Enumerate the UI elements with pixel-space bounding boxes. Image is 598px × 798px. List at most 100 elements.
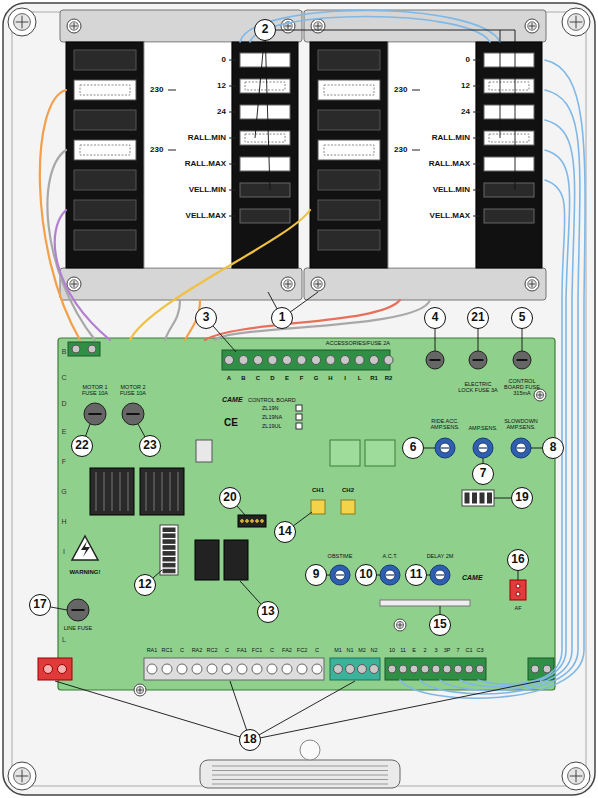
- terminal-pad: [318, 50, 380, 70]
- terminal-screw: [283, 356, 292, 365]
- label-dash: [473, 190, 480, 191]
- terminal-pad: [240, 131, 290, 145]
- board-label: E: [285, 375, 289, 382]
- terminal-pad: [74, 140, 136, 160]
- terminal-screw: [282, 664, 292, 674]
- board-label: ZL19NA: [262, 414, 282, 420]
- fuse-slot: [88, 413, 101, 415]
- heat-sink: [90, 468, 134, 515]
- terminal-label: 12: [461, 82, 470, 91]
- relay: [330, 440, 360, 466]
- board-label: ZL19N: [262, 405, 279, 411]
- board-label: ACCESSORIES/FUSE 2A: [326, 340, 390, 346]
- grid-letter: H: [61, 518, 66, 526]
- callout-number: 15: [429, 614, 451, 636]
- jumper-header: [238, 515, 266, 527]
- terminal-label: 24: [217, 108, 226, 117]
- terminal-label: VELL.MAX: [430, 212, 470, 221]
- terminal-pad-mark: [324, 85, 374, 95]
- terminal-pad-mark: [245, 82, 285, 90]
- label-dash: [473, 164, 480, 165]
- terminal-label: VELL.MIN: [433, 186, 470, 195]
- board-label: R2: [385, 375, 393, 382]
- trimmer: [473, 438, 493, 458]
- brand-mark: CAME: [222, 396, 243, 404]
- header-pin: [261, 520, 264, 523]
- leader-line: [265, 30, 270, 190]
- board-label: E: [412, 647, 416, 653]
- transformer-body: [388, 42, 476, 268]
- terminal-label: 230: [150, 86, 163, 95]
- terminal-screw: [312, 356, 321, 365]
- terminal-screw: [237, 664, 247, 674]
- grid-letter: I: [63, 548, 65, 556]
- board-label: CONTROL BOARD FUSE 315mA: [502, 378, 542, 396]
- terminal-pad: [74, 200, 136, 220]
- trimmer-slot: [336, 574, 344, 575]
- fuse-slot: [517, 359, 528, 361]
- terminal-label: 0: [466, 56, 470, 65]
- board-label: SLOWDOWN AMP.SENS.: [503, 418, 539, 430]
- label-dash: [229, 60, 236, 61]
- board-label: C: [256, 375, 260, 382]
- heat-sink-fin: [170, 472, 171, 511]
- trimmer-knob: [440, 443, 450, 453]
- chip: [195, 540, 219, 580]
- board-label: H: [328, 375, 332, 382]
- leader-line: [265, 30, 515, 190]
- terminal-pad: [74, 170, 136, 190]
- callout-number: 8: [542, 437, 564, 459]
- terminal-screw: [399, 665, 407, 673]
- heat-sink-fin: [96, 472, 97, 511]
- trimmer: [330, 565, 350, 585]
- checkbox: [296, 405, 302, 411]
- board-label: C: [225, 647, 229, 653]
- trimmer-slot: [436, 574, 444, 575]
- wire: [478, 180, 565, 684]
- checkbox: [296, 414, 302, 420]
- label-dash: [229, 138, 236, 139]
- board-label: M1: [334, 647, 342, 653]
- terminal-screw: [476, 665, 484, 673]
- terminal-pad: [318, 200, 380, 220]
- wire: [420, 90, 580, 694]
- board-label: C3: [476, 647, 483, 653]
- terminal-pad: [484, 105, 534, 119]
- dip-lever: [163, 563, 175, 567]
- label-dash: [473, 138, 480, 139]
- board-label: RA2: [192, 647, 203, 653]
- terminal-screw: [454, 665, 462, 673]
- terminal-label: 230: [394, 86, 407, 95]
- terminal-block: [476, 42, 542, 268]
- wire: [130, 210, 310, 340]
- corner-screw: [14, 768, 31, 785]
- wire: [165, 300, 180, 340]
- terminal-screw: [192, 664, 202, 674]
- terminal-pad: [240, 79, 290, 93]
- board-label: LINE FUSE: [64, 625, 92, 631]
- transformer-bracket: [304, 268, 546, 300]
- terminal-pad: [318, 230, 380, 250]
- grid-letter: D: [61, 400, 66, 408]
- terminal-screw: [177, 664, 187, 674]
- terminal-screw: [341, 356, 350, 365]
- terminal-block: [232, 42, 298, 268]
- board-label: AF: [514, 605, 521, 611]
- board-label: CONTROL BOARD: [248, 397, 296, 403]
- heat-sink-fin: [120, 472, 121, 511]
- callout-number: 22: [71, 435, 93, 457]
- terminal-screw: [421, 665, 429, 673]
- board-label: ZL19UL: [262, 423, 282, 429]
- dip-switch: [160, 525, 178, 575]
- terminal-screw: [72, 345, 80, 353]
- callout-number: 17: [29, 594, 51, 616]
- callout-number: 7: [472, 463, 494, 485]
- board-label: 11: [400, 647, 406, 653]
- callout-number: 1: [271, 307, 293, 329]
- terminal-screw: [267, 664, 277, 674]
- bracket-screw: [318, 281, 319, 287]
- callout-number: 3: [195, 307, 217, 329]
- capacitor: [196, 440, 212, 462]
- leader-line: [255, 30, 265, 138]
- callout-number: 20: [219, 487, 241, 509]
